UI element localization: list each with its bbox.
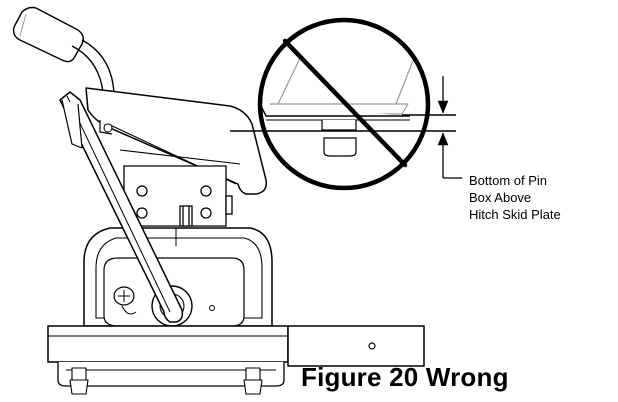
skid-plate (47, 325, 425, 395)
pin-box-detail (269, 57, 415, 115)
callout-line-2: Box Above (469, 190, 532, 205)
callout-line-3: Hitch Skid Plate (469, 207, 561, 222)
handle (12, 6, 119, 129)
release-lever (59, 91, 184, 323)
prohibition-detail (257, 17, 431, 191)
mount-block (119, 149, 241, 227)
callout-line-1: Bottom of Pin (469, 173, 548, 188)
figure-caption: Figure 20 Wrong (301, 362, 509, 392)
measurement-marks (230, 76, 462, 179)
pin-box-callout: Bottom of Pin Box Above Hitch Skid Plate (469, 172, 614, 223)
